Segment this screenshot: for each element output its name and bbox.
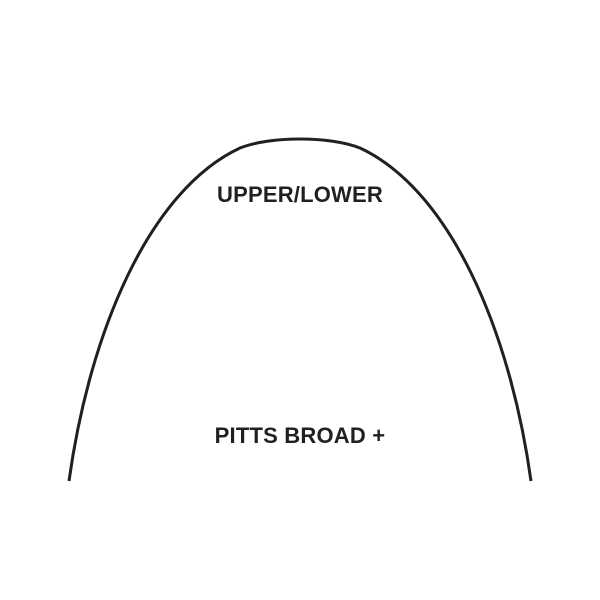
archwire-path xyxy=(67,137,533,482)
arch-form-label: PITTS BROAD + xyxy=(214,423,386,448)
arch-type-label: UPPER/LOWER xyxy=(217,182,383,207)
